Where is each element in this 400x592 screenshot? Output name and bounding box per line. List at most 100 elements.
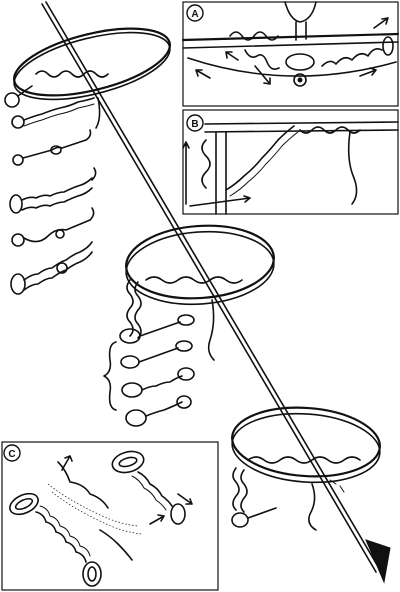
panel-c-arrow-2 [177,493,193,505]
panel-a-right-ring [382,36,394,56]
hoop-2-thong [207,299,215,361]
hoop-2-bit-ring-4 [125,409,147,427]
bit-1 [11,97,95,129]
hoop-3-chain [232,467,240,511]
bit-2-link [50,145,62,155]
panel-a: A [181,1,400,107]
panel-c-left-ring-2 [82,561,102,587]
hoop-2-bit-end-2 [175,340,193,352]
panel-c-arrow-1 [61,455,73,471]
bit-1-twist-edge [23,103,95,127]
panel-c-mid-dotted-2 [51,491,143,535]
panel-a-arrow-3 [195,69,211,79]
panel-b-chain [225,125,295,191]
diagonal-arrow [41,1,391,584]
hoop-2-bit-ring-3 [121,382,143,398]
hoop-2-bit-bar-1 [139,321,181,337]
hoop-2-bit-end-4 [176,395,192,409]
hoop-1-left-ring [4,92,20,108]
panel-b: B [182,109,399,215]
panel-a-arrow-5 [373,17,389,29]
hoop-3-motion-marks [329,479,345,493]
bit-2-bar [22,139,87,159]
bit-5-link [56,262,68,274]
panel-a-badge [186,4,204,22]
panel-b-post-links [201,139,211,189]
hoop-3-bit-bar [247,507,277,519]
hoop-2-cord [145,276,243,284]
bit-1-ring [11,115,25,129]
hoop-3-cord [247,456,361,464]
panel-a-right-bit [321,48,383,67]
hoop-1-cord [35,70,109,78]
hoop-2-rim-lower [125,230,275,306]
panel-b-chain-edge [229,131,299,197]
panel-b-frame [182,109,399,215]
panel-a-post-loop [284,1,317,23]
hoop-3-chain-2 [240,469,248,513]
hoop-3-thong [308,483,317,531]
bit-3-hook [91,167,97,181]
panel-a-link-drop [244,49,280,70]
bit-4-ring [11,233,25,247]
diagonal-arrow-shaft [41,3,377,573]
panel-a-arrow-4 [359,67,377,77]
hoop-1-left-link [17,85,33,97]
hoop-2-bit-ring-2 [120,355,140,369]
panel-c-mid-dotted [47,483,139,527]
hoop-3-rim-lower [231,412,381,484]
panel-a-post [295,21,307,41]
panel-b-label: B [191,119,198,130]
panel-a-label: A [191,9,198,20]
panel-b-post [215,131,227,215]
panel-c-badge [3,444,21,462]
panel-c-left-twist [35,511,87,563]
panel-c-right-twist-edge [131,475,167,511]
panel-b-badge [186,114,204,132]
panel-b-arrow-up [182,141,190,205]
hoop-2-chain-left-2 [134,281,142,339]
bit-5-ring [10,273,26,295]
hoop-2-chain-left [126,279,134,337]
hoop-2-bit-end-1 [177,314,195,326]
bit-3-chain-lower [21,187,93,211]
panel-b-bar-top [204,121,399,125]
panel-c-right-ring [111,450,145,474]
panel-c-frame [1,441,219,591]
hoop-2-bit-bar-2 [138,347,179,363]
hoop-3-bit-ring [231,512,249,528]
panel-a-arrow-1 [225,51,239,61]
panel-b-chain-right [299,126,361,134]
panel-c-mid-twist [57,461,109,509]
hoop-top-left [4,27,172,129]
hoop-2-bit-twist-3 [141,375,183,391]
panel-c-left-ring-1-inner [14,497,34,511]
panel-b-thong [347,131,358,205]
bit-4-hook [89,207,95,221]
panel-c-label: C [8,449,15,460]
bit-5 [10,241,93,295]
hoop-2-brace [103,341,117,411]
bit-2 [12,129,92,166]
bit-4 [11,207,95,247]
diagonal-arrow-head-line [369,545,385,577]
panel-a-clasp-rivet [297,77,303,83]
bit-3 [9,167,97,214]
bit-1-twist [23,97,95,121]
panel-c-left-ring-2-inner [87,566,97,582]
panel-c-right-twist [137,471,173,507]
panel-c-left-ring-1 [9,492,39,516]
hoop-bottom-right [231,406,381,531]
panel-a-clasp-ring [293,73,307,87]
panel-c: C [1,441,219,591]
bit-4-bar [23,219,91,243]
panel-c-left-twist-edge [39,505,91,557]
panel-a-arrow-2 [254,65,271,85]
panel-c-right-ring-inner [118,456,138,468]
panel-b-arrow-right [189,195,251,207]
panel-a-bar-bottom [182,41,399,49]
bit-sequence-left [9,97,97,295]
panel-a-clasp [285,53,315,71]
